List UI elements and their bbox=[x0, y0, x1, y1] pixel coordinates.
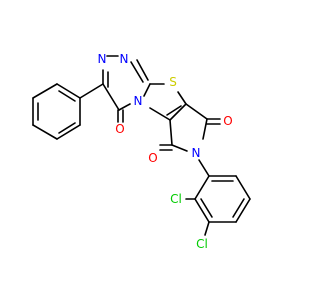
bond bbox=[56, 124, 81, 140]
bond bbox=[56, 83, 81, 99]
structure-canvas: N N N S O O O N Cl Cl bbox=[0, 0, 300, 300]
bond bbox=[136, 59, 149, 81]
nitrogen-label: N bbox=[98, 52, 107, 66]
oxygen-label: O bbox=[148, 151, 157, 165]
bond bbox=[198, 159, 210, 177]
bond bbox=[58, 90, 76, 102]
atom-labels: N N N S O O O N Cl Cl bbox=[98, 52, 233, 251]
bond bbox=[200, 198, 213, 218]
bond bbox=[194, 198, 210, 223]
background bbox=[0, 0, 300, 300]
bonds bbox=[32, 55, 251, 236]
nitrogen-label: N bbox=[192, 146, 201, 160]
bond bbox=[202, 118, 208, 140]
nitrogen-label: N bbox=[120, 52, 129, 66]
bond bbox=[102, 83, 120, 111]
bond bbox=[171, 144, 188, 152]
bond bbox=[130, 61, 144, 83]
bond bbox=[32, 124, 58, 140]
oxygen-label: O bbox=[115, 122, 124, 136]
bond bbox=[32, 83, 58, 99]
chlorine-label: Cl bbox=[170, 192, 182, 206]
bond bbox=[185, 103, 208, 120]
bond bbox=[166, 105, 182, 116]
molecule-diagram: N N N S O O O N Cl Cl bbox=[0, 0, 300, 300]
bond bbox=[58, 122, 76, 134]
bond bbox=[177, 91, 187, 105]
bond bbox=[169, 119, 173, 146]
bond bbox=[235, 198, 251, 223]
chlorine-label: Cl bbox=[196, 237, 208, 251]
bond bbox=[79, 83, 104, 99]
bond bbox=[204, 221, 210, 236]
bond bbox=[232, 198, 245, 218]
nitrogen-label: N bbox=[134, 94, 143, 108]
bond bbox=[149, 107, 171, 121]
bond bbox=[194, 175, 210, 200]
bond bbox=[118, 103, 131, 111]
bond bbox=[235, 175, 251, 200]
bond bbox=[169, 103, 187, 121]
oxygen-label: O bbox=[223, 114, 232, 128]
sulfur-label: S bbox=[169, 75, 177, 89]
bond bbox=[143, 83, 151, 97]
